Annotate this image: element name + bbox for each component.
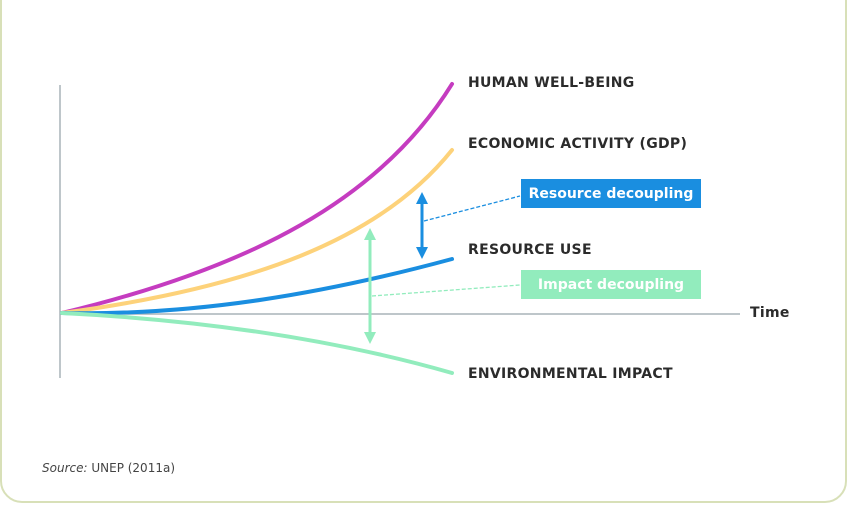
label-time-axis: Time [750, 305, 790, 321]
resource-decoupling-box: Resource decoupling [521, 179, 701, 208]
impact-decoupling-leader [371, 284, 521, 297]
curve-economic-activity [60, 148, 454, 315]
label-environmental-impact: ENVIRONMENTAL IMPACT [468, 366, 673, 382]
curve-resource-use [60, 257, 454, 316]
source-note: Source: UNEP (2011a) [42, 461, 175, 475]
curve-environmental-impact [60, 311, 454, 375]
curve-human-well-being [60, 82, 454, 315]
label-human-well-being: HUMAN WELL-BEING [468, 75, 635, 91]
resource-decoupling-leader [423, 195, 521, 222]
source-text: UNEP (2011a) [87, 461, 175, 475]
label-resource-use: RESOURCE USE [468, 242, 592, 258]
source-prefix: Source: [42, 461, 88, 475]
impact-decoupling-box: Impact decoupling [521, 270, 701, 299]
label-economic-activity: ECONOMIC ACTIVITY (GDP) [468, 136, 688, 152]
